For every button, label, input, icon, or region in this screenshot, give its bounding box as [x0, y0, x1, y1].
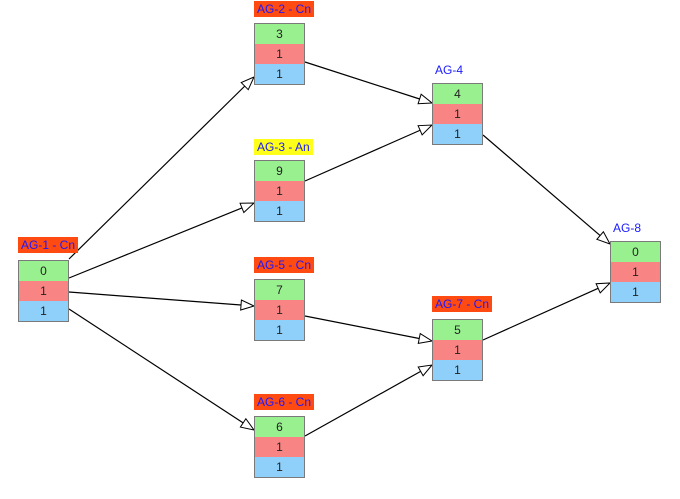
- node-ag-6-value-middle: 1: [255, 437, 304, 457]
- node-ag-8-value-bottom: 1: [611, 282, 660, 302]
- node-ag-2-value-bottom: 1: [255, 64, 304, 84]
- node-ag-8-value-top: 0: [611, 242, 660, 262]
- node-ag-4-value-top: 4: [433, 84, 482, 104]
- edge-ag-2-to-ag-4: [305, 62, 432, 104]
- node-label-ag-5: AG-5 - Cn: [254, 257, 314, 273]
- arrowhead-icon: [418, 334, 432, 344]
- arrowhead-icon: [240, 419, 254, 430]
- node-label-ag-6: AG-6 - Cn: [254, 394, 314, 410]
- edge-line: [69, 208, 242, 278]
- edge-line: [483, 135, 600, 236]
- node-ag-3-value-bottom: 1: [255, 201, 304, 221]
- arrowhead-icon: [596, 283, 610, 293]
- node-ag-8-value-middle: 1: [611, 262, 660, 282]
- edge-ag-1-to-ag-2: [69, 77, 254, 259]
- node-ag-1-value-middle: 1: [19, 281, 68, 301]
- node-ag-7-value-bottom: 1: [433, 360, 482, 380]
- node-ag-2-value-middle: 1: [255, 44, 304, 64]
- node-ag-3-value-middle: 1: [255, 181, 304, 201]
- node-ag-5-value-top: 7: [255, 280, 304, 300]
- node-ag-4-value-bottom: 1: [433, 124, 482, 144]
- edge-line: [69, 292, 241, 305]
- edge-ag-1-to-ag-6: [69, 309, 254, 430]
- edge-line: [69, 309, 243, 423]
- edge-ag-5-to-ag-7: [305, 316, 432, 343]
- edge-ag-4-to-ag-8: [483, 135, 610, 244]
- edge-ag-6-to-ag-7: [305, 365, 432, 436]
- edge-line: [305, 62, 420, 99]
- edge-line: [69, 86, 245, 259]
- node-ag-6-value-bottom: 1: [255, 457, 304, 477]
- node-label-ag-7: AG-7 - Cn: [432, 296, 492, 312]
- edge-ag-1-to-ag-3: [69, 203, 254, 278]
- arrowhead-icon: [418, 125, 432, 135]
- node-ag-2-value-top: 3: [255, 24, 304, 44]
- node-ag-7-value-top: 5: [433, 320, 482, 340]
- node-ag-1-value-top: 0: [19, 261, 68, 281]
- node-ag-3-value-top: 9: [255, 161, 304, 181]
- edge-ag-1-to-ag-5: [69, 292, 254, 310]
- edge-line: [305, 371, 421, 436]
- node-ag-1-value-bottom: 1: [19, 301, 68, 321]
- node-label-ag-2: AG-2 - Cn: [254, 1, 314, 17]
- node-label-ag-1: AG-1 - Cn: [18, 237, 78, 253]
- node-ag-6-value-top: 6: [255, 417, 304, 437]
- edge-line: [483, 288, 598, 340]
- node-ag-5-value-bottom: 1: [255, 320, 304, 340]
- edge-line: [305, 130, 420, 181]
- arrowhead-icon: [418, 365, 432, 376]
- arrowhead-icon: [240, 203, 254, 213]
- node-ag-5-value-middle: 1: [255, 300, 304, 320]
- arrowhead-icon: [597, 232, 610, 244]
- edge-line: [305, 316, 419, 338]
- arrowhead-icon: [241, 300, 254, 310]
- node-label-ag-8: AG-8: [610, 220, 644, 236]
- node-label-ag-4: AG-4: [432, 62, 466, 78]
- node-ag-4-value-middle: 1: [433, 104, 482, 124]
- node-ag-7-value-middle: 1: [433, 340, 482, 360]
- arrowhead-icon: [418, 94, 432, 104]
- node-label-ag-3: AG-3 - An: [254, 139, 313, 155]
- edge-ag-7-to-ag-8: [483, 283, 610, 340]
- edge-ag-3-to-ag-4: [305, 125, 432, 181]
